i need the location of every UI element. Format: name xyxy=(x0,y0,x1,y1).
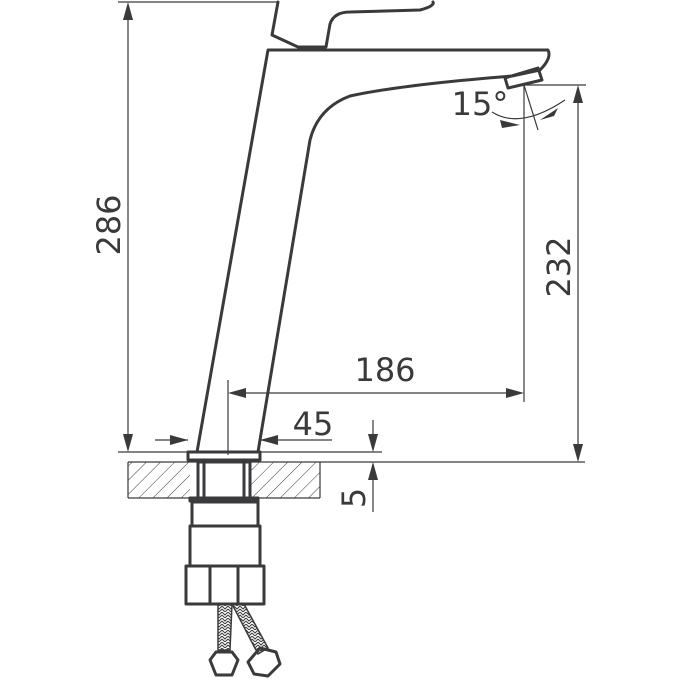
dimension-286: 286 xyxy=(90,1,278,453)
dimension-5: 5 xyxy=(260,420,382,512)
hose-nut-left xyxy=(208,650,240,677)
aerator xyxy=(503,66,544,90)
dimension-label-45: 45 xyxy=(293,405,334,443)
dimension-232: 232 xyxy=(520,84,586,462)
dimension-label-15deg: 15° xyxy=(452,85,509,123)
dimension-label-232: 232 xyxy=(540,236,578,297)
dimension-angle: 15° xyxy=(452,84,566,131)
dimension-label-5: 5 xyxy=(335,488,373,508)
dimension-186: 186 xyxy=(227,85,525,455)
faucet-body xyxy=(195,48,551,454)
dimension-label-186: 186 xyxy=(354,351,415,389)
supply-hoses xyxy=(208,603,282,678)
hose-nut-right xyxy=(246,646,282,678)
dimension-45: 45 xyxy=(155,405,333,445)
faucet-handle xyxy=(270,0,435,49)
dimension-label-286: 286 xyxy=(90,194,128,255)
